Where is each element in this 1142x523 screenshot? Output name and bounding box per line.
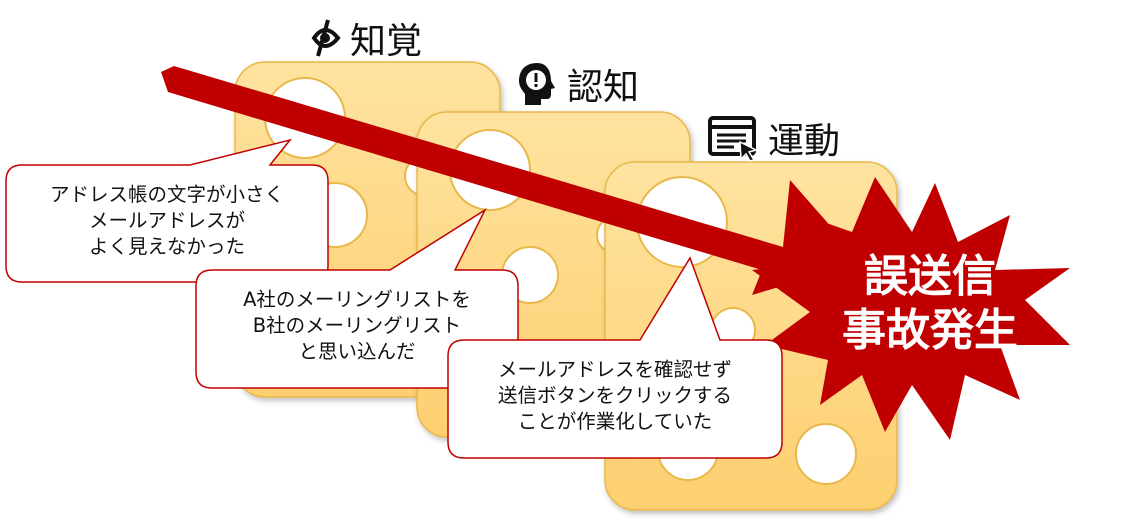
eye-icon <box>311 19 341 57</box>
layer-label-perception: 知覚 <box>308 12 422 64</box>
layer-label-cognition: 認知 <box>515 58 639 110</box>
layer-label-text: 知覚 <box>350 21 423 62</box>
callout-text-1: アドレス帳の文字が小さく メールアドレスが よく見えなかった <box>49 183 284 258</box>
layer-label-text: 認知 <box>567 67 640 108</box>
callout-text-2: A社のメーリングリストを B社のメーリングリスト と思い込んだ <box>243 288 471 363</box>
head-exclamation-icon <box>519 63 555 105</box>
incident-title: 誤送信 事故発生 <box>830 250 1030 358</box>
callout-box-3 <box>447 256 783 459</box>
error-path-arrow <box>161 66 862 295</box>
incident-title-line1: 誤送信 <box>864 251 996 302</box>
incident-title-line2: 事故発生 <box>842 305 1018 356</box>
layer-label-text: 運動 <box>768 121 841 162</box>
callout-text-3: メールアドレスを確認せず 送信ボタンをクリックする ことが作業化していた <box>497 358 732 433</box>
layer-label-motor: 運動 <box>708 112 840 164</box>
browser-click-icon <box>708 116 759 162</box>
